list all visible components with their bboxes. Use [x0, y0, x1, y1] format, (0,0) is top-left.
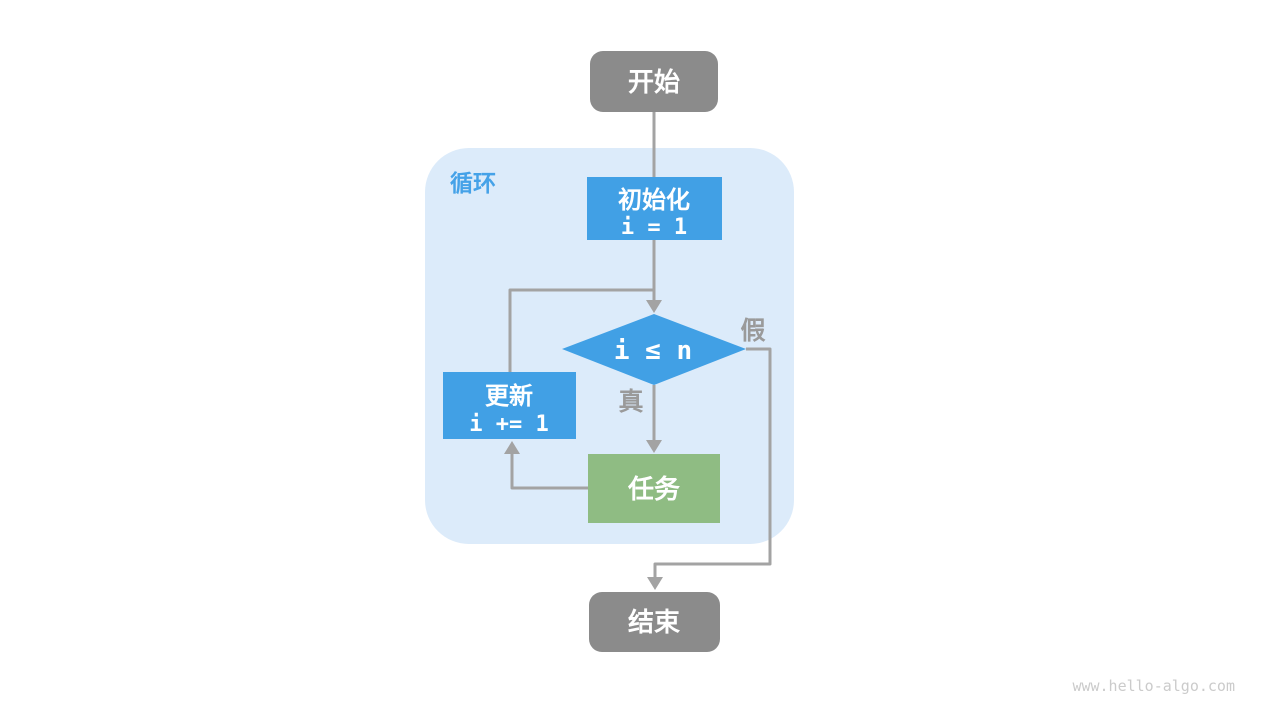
edge-task-to-update: [510, 453, 588, 490]
false-branch-label: 假: [740, 316, 765, 345]
loop-container-label: 循环: [450, 170, 496, 197]
init-node-label-line2: i = 1: [621, 215, 687, 240]
update-node-label-line2: i += 1: [469, 412, 548, 437]
start-node-label: 开始: [628, 68, 680, 98]
arrowhead-into-task: [646, 440, 662, 453]
start-node: [590, 51, 718, 112]
update-node-label-line1: 更新: [485, 382, 533, 410]
update-node: [443, 372, 576, 439]
init-node-label-line1: 初始化: [618, 186, 690, 214]
condition-diamond: [562, 314, 746, 385]
true-branch-label: 真: [618, 387, 643, 416]
task-node-label: 任务: [627, 475, 680, 505]
edge-update-loopback: [508, 288, 654, 373]
end-node-label: 结束: [628, 607, 681, 638]
init-node: [587, 177, 722, 240]
edge-false-to-end: [653, 347, 772, 578]
arrowhead-into-end: [647, 577, 663, 590]
condition-label: i ≤ n: [614, 336, 692, 366]
watermark: www.hello-algo.com: [1072, 677, 1235, 695]
task-node: [588, 454, 720, 523]
arrowhead-into-update: [504, 441, 520, 454]
end-node: [589, 592, 720, 652]
arrowhead-into-condition: [646, 300, 662, 313]
